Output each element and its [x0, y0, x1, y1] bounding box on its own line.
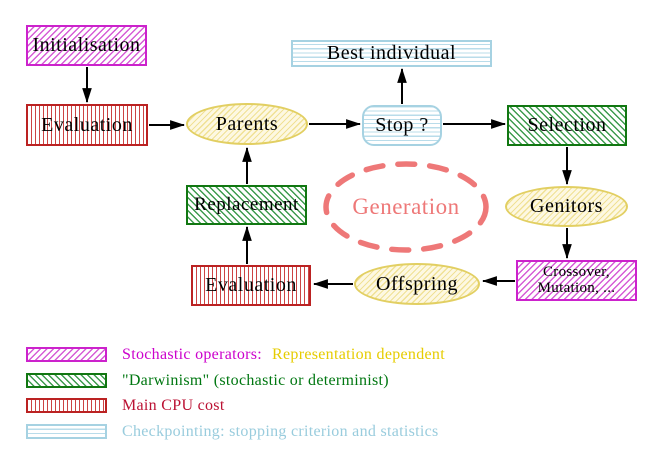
legend-row-stochastic: Stochastic operators: Representation depe… — [26, 345, 445, 364]
node-evaluation-top[interactable]: Evaluation — [26, 104, 148, 146]
node-stop[interactable]: Stop ? — [362, 105, 442, 146]
legend-checkpointing-text: Checkpointing: stopping criterion and st… — [122, 422, 439, 440]
node-evaluation-bottom[interactable]: Evaluation — [191, 265, 311, 306]
magenta-hatch-swatch — [26, 347, 107, 362]
legend-row-darwinism: "Darwinism" (stochastic or determinist) — [26, 371, 389, 390]
legend-row-checkpointing: Checkpointing: stopping criterion and st… — [26, 422, 439, 441]
node-crossover-mutation[interactable]: Crossover, Mutation, ... — [516, 260, 637, 301]
node-offspring[interactable]: Offspring — [354, 263, 480, 305]
legend-darwinism-text: "Darwinism" (stochastic or determinist) — [122, 371, 389, 389]
crossover-line1: Crossover, — [543, 263, 610, 280]
crossover-line2: Mutation, ... — [537, 279, 616, 296]
legend-main-cpu-cost-text: Main CPU cost — [122, 396, 225, 414]
node-selection[interactable]: Selection — [507, 105, 627, 146]
legend-stochastic-operators-text: Stochastic operators: — [122, 345, 263, 363]
cyan-stripes-swatch — [26, 424, 107, 439]
generation-dashed-ellipse — [323, 161, 489, 253]
green-hatch-swatch — [26, 373, 107, 388]
node-initialisation[interactable]: Initialisation — [26, 25, 147, 66]
node-replacement[interactable]: Replacement — [186, 185, 307, 225]
node-best-individual[interactable]: Best individual — [291, 40, 492, 67]
legend-representation-dependent-text: Representation dependent — [272, 345, 445, 363]
node-parents[interactable]: Parents — [186, 103, 308, 145]
node-genitors[interactable]: Genitors — [505, 186, 628, 227]
red-stripes-swatch — [26, 398, 107, 413]
legend-row-cpu-cost: Main CPU cost — [26, 396, 225, 415]
generation-label: Generation — [352, 194, 460, 219]
